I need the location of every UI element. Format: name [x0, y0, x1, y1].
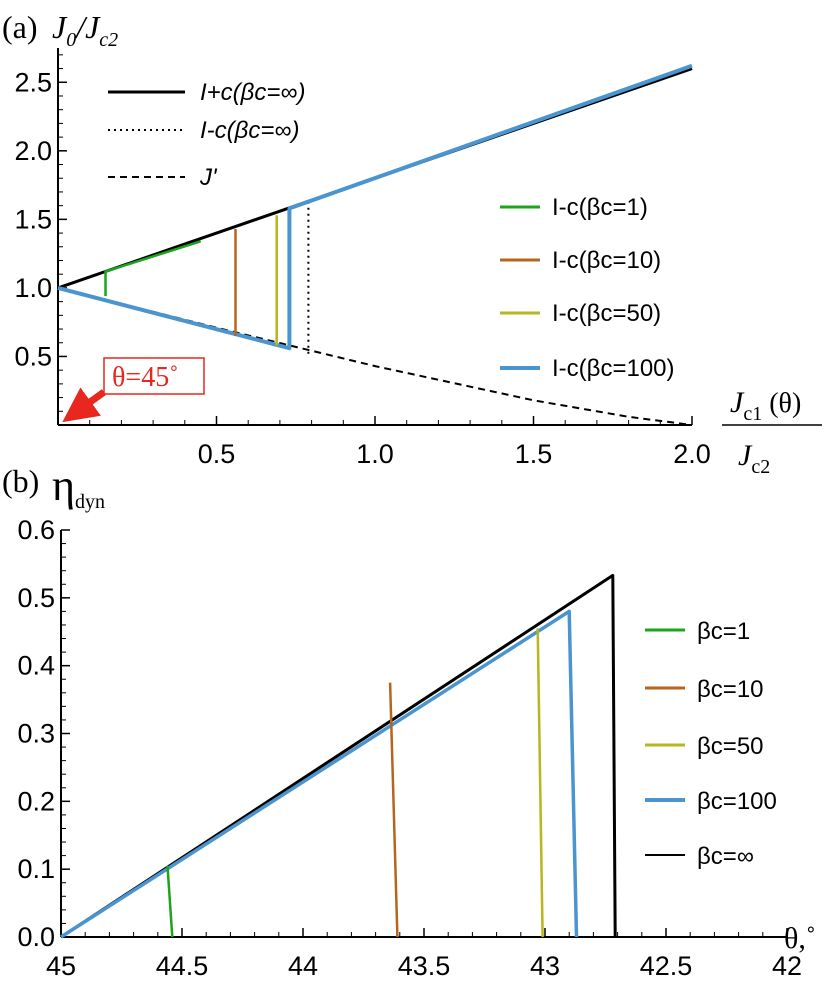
x-tick-label: 1.0: [356, 439, 394, 469]
xlabel-denominator: Jc2: [738, 439, 770, 478]
x-tick-label: 42.5: [640, 951, 693, 981]
panel-a-axes: 0.5 1.0 1.5 2.0 2.5 0.5 1.0 1.5 2.0: [14, 48, 711, 469]
series-line-green-solid: [104, 240, 202, 297]
legend-item-label: βc=∞: [697, 843, 754, 870]
legend-item-label: I-c(βc=1): [552, 194, 648, 221]
x-tick-label: 0.5: [198, 439, 236, 469]
annotation-text: θ=45˚: [112, 362, 179, 393]
series-line-green: [166, 865, 174, 938]
legend-item-label: I+c(βc=∞): [200, 79, 306, 106]
y-tick-label: 0.3: [17, 719, 55, 749]
legend-item-label: βc=100: [697, 788, 777, 815]
panel-b-xlabel: θ,˚: [784, 922, 816, 955]
x-tick-label: 43: [530, 951, 560, 981]
xlabel-numerator: Jc1 (θ): [730, 386, 801, 425]
y-tick-label: 0.0: [17, 922, 55, 952]
y-tick-label: 0.5: [17, 583, 55, 613]
y-tick-label: 0.5: [14, 341, 52, 371]
panel-a-legend-top: I+c(βc=∞) I-c(βc=∞) J': [108, 79, 306, 191]
y-tick-label: 0.1: [17, 854, 55, 884]
x-tick-label: 42: [772, 951, 802, 981]
panel-a-legend-right: I-c(βc=1) I-c(βc=10) I-c(βc=50) I-c(βc=1…: [500, 194, 675, 382]
annotation-arrow: [62, 387, 107, 423]
x-tick-label: 44.5: [156, 951, 209, 981]
y-tick-label: 1.5: [14, 204, 52, 234]
y-tick-label: 2.0: [14, 136, 52, 166]
y-tick-label: 2.5: [14, 67, 52, 97]
panel-b-label: (b): [2, 463, 39, 499]
x-tick-label: 44: [288, 951, 318, 981]
panel-a-label: (a): [2, 9, 38, 45]
legend-item-label: I-c(βc=10): [552, 247, 661, 274]
panel-a-series: [57, 63, 693, 426]
panel-a-ylabel: J0/Jc2: [52, 9, 118, 51]
series-line-black: [60, 573, 617, 939]
legend-item-label: βc=10: [697, 676, 764, 703]
panel-b-ylabel: ηdyn: [52, 461, 105, 513]
legend-item-label: I-c(βc=∞): [200, 117, 299, 144]
x-tick-label: 43.5: [398, 951, 451, 981]
series-line-blue: [60, 609, 579, 939]
y-tick-label: 1.0: [14, 273, 52, 303]
panel-a: (a) J0/Jc2 0.5 1.0 1.5 2.0 2.5 0.5 1.0 1.5 2.0 I…: [2, 9, 822, 478]
y-tick-label: 0.6: [17, 515, 55, 545]
x-tick-label: 2.0: [673, 439, 711, 469]
legend-item-label: βc=1: [697, 618, 750, 645]
panel-b-legend: βc=1 βc=10 βc=50 βc=100 βc=∞: [645, 618, 777, 870]
legend-item-label: βc=50: [697, 733, 764, 760]
y-tick-label: 0.2: [17, 786, 55, 816]
annotation-box: [103, 357, 205, 395]
series-line-blue-solid: [57, 63, 693, 351]
legend-item-label: I-c(βc=50): [552, 300, 661, 327]
legend-item-label: I-c(βc=100): [552, 355, 675, 382]
x-tick-label: 45: [46, 951, 76, 981]
panel-b-axes: 0.0 0.1 0.2 0.3 0.4 0.5 0.6 45 44.5 44 43.5 43 42.5 4…: [17, 515, 802, 981]
x-tick-label: 1.5: [515, 439, 553, 469]
series-line-olive: [536, 628, 544, 938]
y-tick-label: 0.4: [17, 651, 55, 681]
panel-b-series: [60, 573, 617, 939]
series-line-brown: [388, 682, 399, 938]
panel-a-xlabel: Jc1 (θ) Jc2: [722, 386, 822, 478]
theta-annotation: θ=45˚: [62, 357, 205, 423]
legend-item-label: J': [199, 164, 218, 191]
panel-b: (b) ηdyn 0.0 0.1 0.2 0.3 0.4 0.5 0.6 45 44.5 44 43…: [2, 461, 816, 981]
